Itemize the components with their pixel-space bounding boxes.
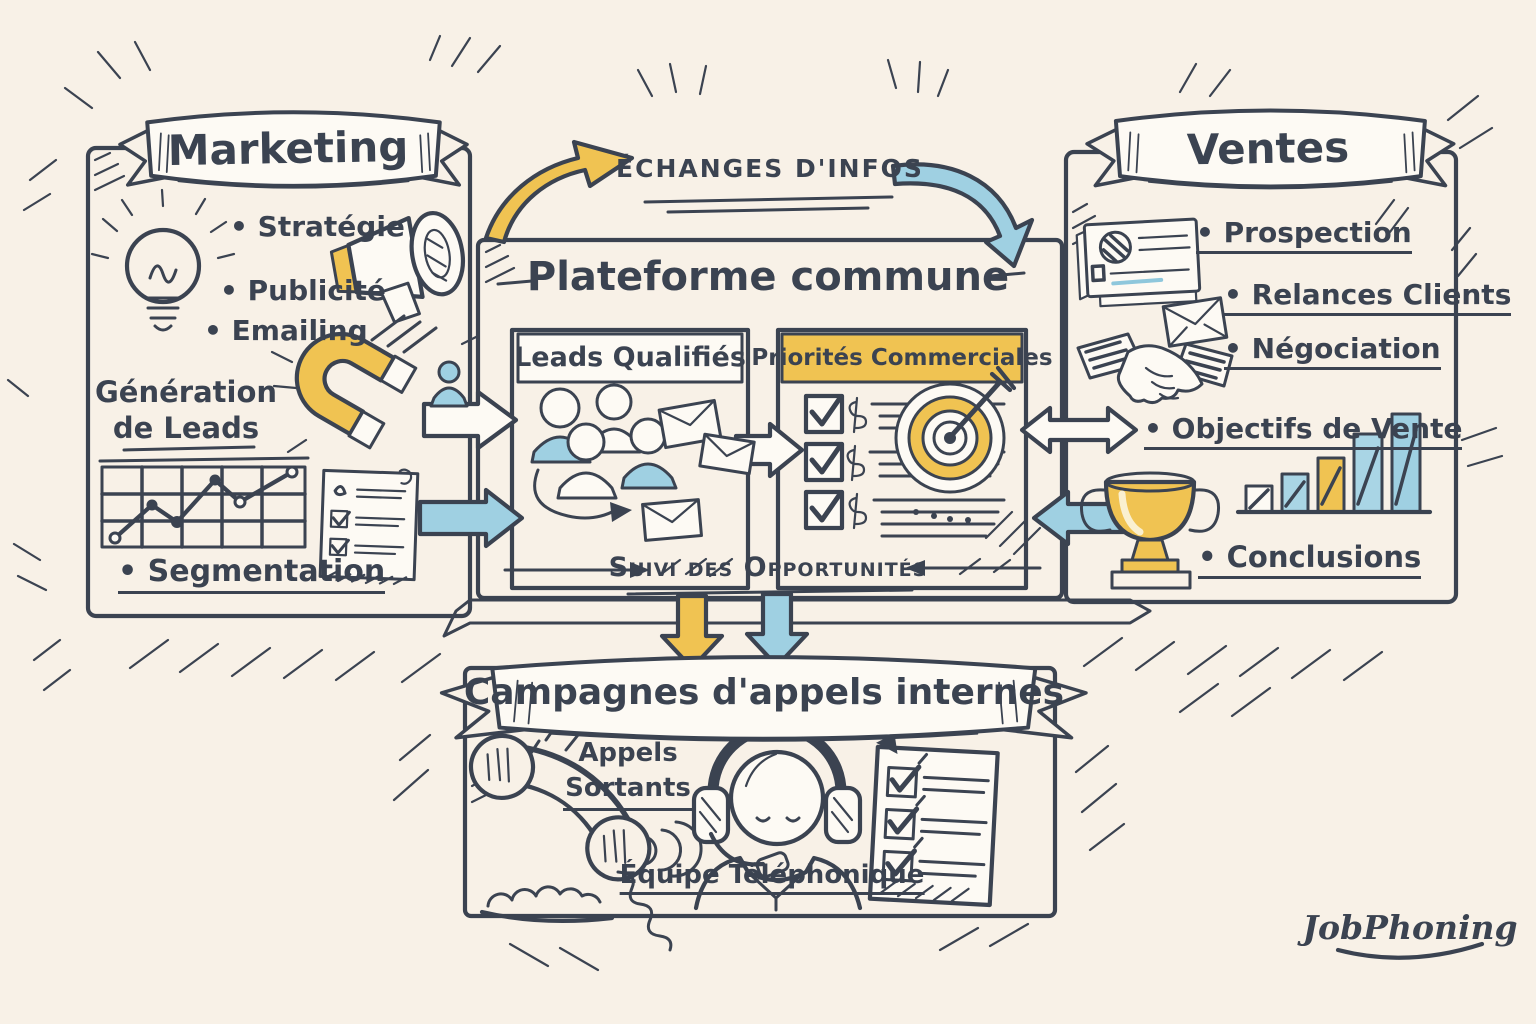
leadgen-underline bbox=[98, 445, 310, 463]
leads-envelopes-icon bbox=[641, 398, 756, 542]
echanges-underline bbox=[643, 195, 894, 214]
leads-people-icon bbox=[530, 383, 678, 522]
sketch-hatch bbox=[370, 314, 438, 354]
campagnes-item-equipe: Équipe Téléphonique bbox=[619, 860, 925, 895]
suivi-underline bbox=[626, 588, 914, 596]
handshake-icon bbox=[1076, 332, 1234, 405]
campagnes-item-appels: Appels Sortants bbox=[563, 736, 693, 812]
echanges-label: ÉCHANGES D'INFOS bbox=[616, 154, 924, 183]
call-agent-icon bbox=[691, 722, 863, 912]
ventes-item-objectifs: Objectifs de Vente bbox=[1144, 412, 1463, 450]
priorites-title: Priorités Commerciales bbox=[751, 345, 1053, 371]
down-yellow-arrow bbox=[659, 593, 725, 671]
leads-title-box bbox=[516, 332, 744, 384]
ventes-item-conclusions: Conclusions bbox=[1198, 540, 1422, 579]
platform-title: Plateforme commune bbox=[526, 254, 1010, 300]
priorities-checklist-icon bbox=[803, 393, 1006, 538]
marketing-title: Marketing bbox=[167, 121, 409, 176]
contact-card-icon bbox=[1075, 217, 1202, 308]
logo-underline bbox=[1335, 941, 1485, 960]
brand-logo: JobPhoning bbox=[1302, 908, 1518, 947]
suivi-arrowhead-right bbox=[905, 560, 925, 576]
sketch-hatch bbox=[93, 151, 126, 192]
ventes-title: Ventes bbox=[1186, 122, 1350, 175]
ventes-item-relances: Relances Clients bbox=[1224, 278, 1512, 316]
ventes-item-prospection: Prospection bbox=[1196, 216, 1412, 254]
down-blue-arrow bbox=[744, 591, 810, 669]
double-block-arrow bbox=[1019, 405, 1139, 455]
marketing-item-publicite: Publicité bbox=[220, 274, 386, 307]
platform-title-dashes bbox=[496, 271, 1026, 286]
marketing-item-strategie: Stratégie bbox=[230, 210, 405, 243]
suivi-label: Suivi des Opportunités bbox=[608, 552, 928, 583]
ventes-item-negociation: Négociation bbox=[1224, 332, 1441, 370]
blue-curved-arrow bbox=[890, 162, 1035, 269]
phone-icon bbox=[468, 718, 703, 952]
line-chart-icon bbox=[100, 465, 307, 549]
leads-title: Leads Qualifiés bbox=[514, 342, 746, 373]
marketing-item-generation: Génération de Leads bbox=[94, 375, 278, 446]
sketch-hatch bbox=[484, 243, 516, 284]
campagnes-title: Campagnes d'appels internes bbox=[463, 672, 1065, 713]
lightbulb-icon bbox=[90, 188, 236, 332]
marketing-item-emailing: Emailing bbox=[204, 314, 368, 347]
right-block-arrow-bottom bbox=[417, 487, 525, 549]
bottom-connector-band bbox=[442, 598, 1152, 638]
suivi-arrowhead-left bbox=[630, 562, 650, 578]
target-icon bbox=[894, 365, 1042, 556]
yellow-curved-arrow bbox=[483, 139, 635, 245]
trophy-icon bbox=[1079, 471, 1221, 590]
decorative-sketch-lines bbox=[6, 34, 1504, 972]
marketing-item-segmentation: Segmentation bbox=[118, 554, 386, 594]
envelope-icon bbox=[1161, 296, 1229, 348]
priorites-title-box bbox=[780, 332, 1024, 384]
sketch-hatch bbox=[662, 557, 1012, 578]
